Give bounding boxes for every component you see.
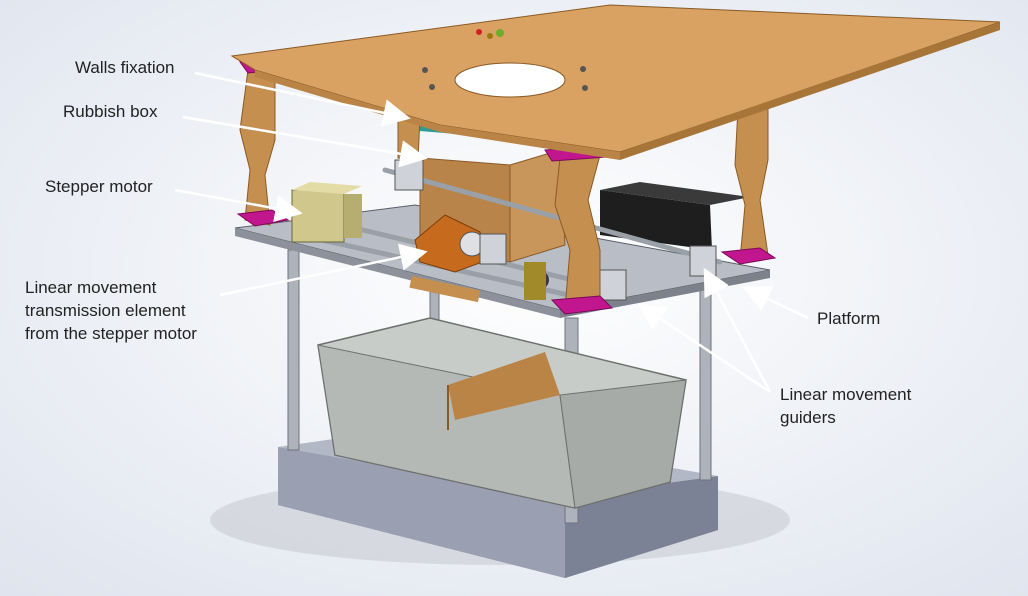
arrow-rubbish-box: [182, 115, 428, 168]
arrow-guider-1: [637, 303, 771, 394]
arrow-guider-2: [703, 267, 772, 393]
side-walls: [239, 69, 769, 309]
label-platform: Platform: [817, 309, 881, 328]
arrow-platform: [742, 286, 809, 320]
top-plate-hole: [454, 62, 566, 98]
arrow-transmission: [219, 243, 428, 297]
leader-arrows: [174, 71, 809, 394]
label-guiders: Linear movement guiders: [780, 385, 912, 427]
label-transmission: Linear movement transmission element fro…: [25, 278, 197, 343]
arrow-stepper-motor: [174, 188, 303, 223]
label-stepper-motor: Stepper motor: [45, 177, 153, 196]
arrow-walls-fixation: [194, 71, 411, 127]
rubbish-bin: [317, 317, 687, 509]
transmission-bracket: [414, 214, 549, 300]
top-plate: [230, 4, 1001, 160]
label-walls-fixation: Walls fixation: [75, 58, 175, 77]
label-rubbish-box: Rubbish box: [63, 102, 158, 121]
